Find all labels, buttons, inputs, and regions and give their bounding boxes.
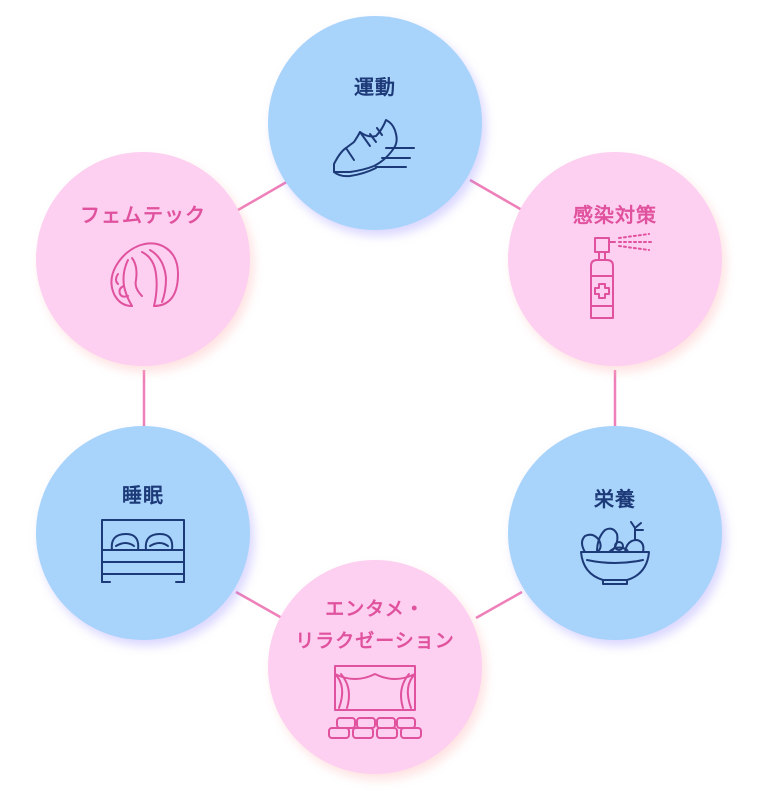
woman-profile-icon	[110, 242, 179, 307]
connector-enta-suimin	[235, 590, 283, 620]
node-femtech-label: フェムテック	[80, 203, 206, 227]
node-nutrition[interactable]: 栄養	[508, 426, 722, 640]
bed-icon	[101, 519, 185, 583]
node-exercise-label: 運動	[354, 75, 396, 99]
node-infection-control-label: 感染対策	[573, 203, 657, 227]
node-exercise[interactable]: 運動	[268, 16, 482, 230]
connector-eiyo-enta	[475, 590, 523, 620]
theater-stage-icon	[328, 665, 422, 739]
node-sleep[interactable]: 睡眠	[36, 426, 250, 640]
node-entertainment-label-line1: エンタメ・	[325, 598, 425, 620]
node-entertainment-label-line2: リラクゼーション	[295, 630, 455, 652]
salad-bowl-icon	[580, 521, 650, 585]
connector-undo-kansen	[469, 178, 523, 212]
node-sleep-label: 睡眠	[122, 483, 164, 507]
node-femtech[interactable]: フェムテック	[36, 152, 250, 366]
connector-femu-undo	[237, 178, 291, 212]
node-nutrition-label: 栄養	[594, 487, 636, 511]
node-entertainment-relaxation[interactable]: エンタメ・ リラクゼーション	[268, 560, 482, 774]
node-infection-control[interactable]: 感染対策	[508, 152, 722, 366]
disinfectant-spray-icon	[590, 233, 652, 319]
running-shoe-icon	[333, 119, 415, 178]
